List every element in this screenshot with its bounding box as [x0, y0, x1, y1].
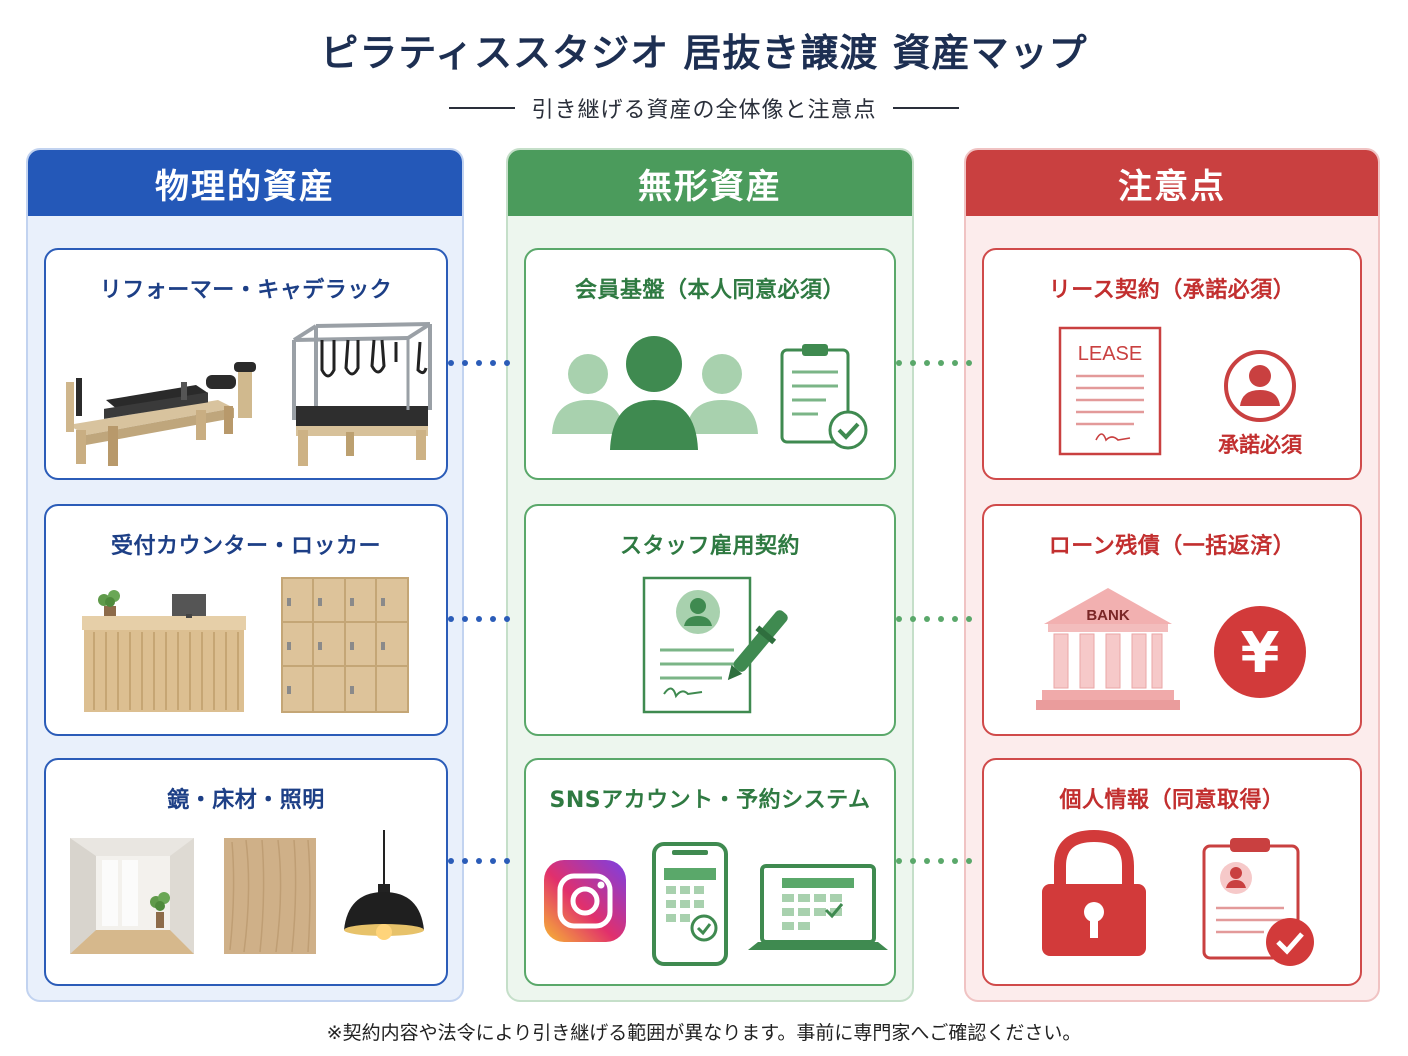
intangible-assets-heading: 無形資産 [508, 150, 912, 216]
laptop-calendar-icon [748, 864, 888, 950]
footnote: ※契約内容や法令により引き継げる範囲が異なります。事前に専門家へご確認ください。 [326, 1022, 1082, 1044]
card-title: 個人情報（同意取得） [1059, 788, 1285, 813]
page-subtitle: 引き継げる資産の全体像と注意点 [0, 92, 1408, 124]
profile-clipboard-icon [1202, 838, 1314, 966]
yen-coin-icon: ¥ [1214, 606, 1306, 698]
card-title: リース契約（承諾必須） [1048, 278, 1296, 303]
lease-label: LEASE [1078, 343, 1142, 365]
employment-contract-icon [642, 576, 788, 714]
connector-row-3-left [448, 858, 510, 864]
pendant-lamp-icon [344, 830, 424, 940]
padlock-icon [1042, 829, 1146, 956]
reception-counter-icon [82, 590, 246, 712]
checklist-clipboard-icon [780, 344, 868, 450]
mirror-room-icon [70, 838, 194, 954]
subtitle-text: 引き継げる資産の全体像と注意点 [531, 98, 877, 123]
smartphone-calendar-icon [652, 842, 728, 966]
lease-document-icon: LEASE [1058, 326, 1162, 456]
card-title: 鏡・床材・照明 [167, 788, 325, 813]
card-loan-balance: ローン残債（一括返済） BANK ¥ [982, 504, 1362, 736]
card-reception-locker: 受付カウンター・ロッカー [44, 504, 448, 736]
card-reformer-cadillac: リフォーマー・キャデラック [44, 248, 448, 480]
caution-column: 注意点 リース契約（承諾必須） LEASE 承諾必須 ローン残債（ [964, 148, 1380, 1002]
subtitle-rule-left [449, 107, 516, 109]
card-mirror-floor-lighting: 鏡・床材・照明 [44, 758, 448, 986]
wood-floor-icon [224, 838, 316, 954]
locker-icon [281, 577, 409, 713]
user-circle-icon [1224, 350, 1296, 422]
bank-icon: BANK [1036, 588, 1180, 710]
card-title: 受付カウンター・ロッカー [110, 534, 381, 559]
connector-row-3-right [896, 858, 972, 864]
card-member-base: 会員基盤（本人同意必須） [524, 248, 896, 480]
members-group-icon [552, 336, 758, 450]
connector-row-2-right [896, 616, 972, 622]
reformer-icon [66, 362, 256, 466]
connector-row-1-left [448, 360, 510, 366]
physical-assets-heading: 物理的資産 [28, 150, 462, 216]
card-lease-contract: リース契約（承諾必須） LEASE 承諾必須 [982, 248, 1362, 480]
consent-required-badge: 承諾必須 [1218, 433, 1303, 457]
card-personal-info: 個人情報（同意取得） [982, 758, 1362, 986]
card-title: SNSアカウント・予約システム [549, 788, 871, 813]
card-title: 会員基盤（本人同意必須） [574, 278, 845, 303]
card-staff-contract: スタッフ雇用契約 [524, 504, 896, 736]
cadillac-icon [292, 322, 432, 466]
page-title: ピラティススタジオ 居抜き譲渡 資産マップ [320, 31, 1088, 75]
card-title: スタッフ雇用契約 [619, 534, 800, 559]
caution-heading: 注意点 [966, 150, 1378, 216]
instagram-icon [544, 860, 626, 942]
card-sns-reservation: SNSアカウント・予約システム [524, 758, 896, 986]
intangible-assets-column: 無形資産 会員基盤（本人同意必須） [506, 148, 914, 1002]
subtitle-rule-right [892, 107, 959, 109]
connector-row-1-right [896, 360, 972, 366]
card-title: ローン残債（一括返済） [1048, 534, 1296, 559]
bank-label: BANK [1086, 607, 1129, 624]
yen-symbol: ¥ [1241, 621, 1280, 686]
connector-row-2-left [448, 616, 510, 622]
card-title: リフォーマー・キャデラック [99, 278, 393, 303]
physical-assets-column: 物理的資産 リフォーマー・キャデラック [26, 148, 464, 1002]
